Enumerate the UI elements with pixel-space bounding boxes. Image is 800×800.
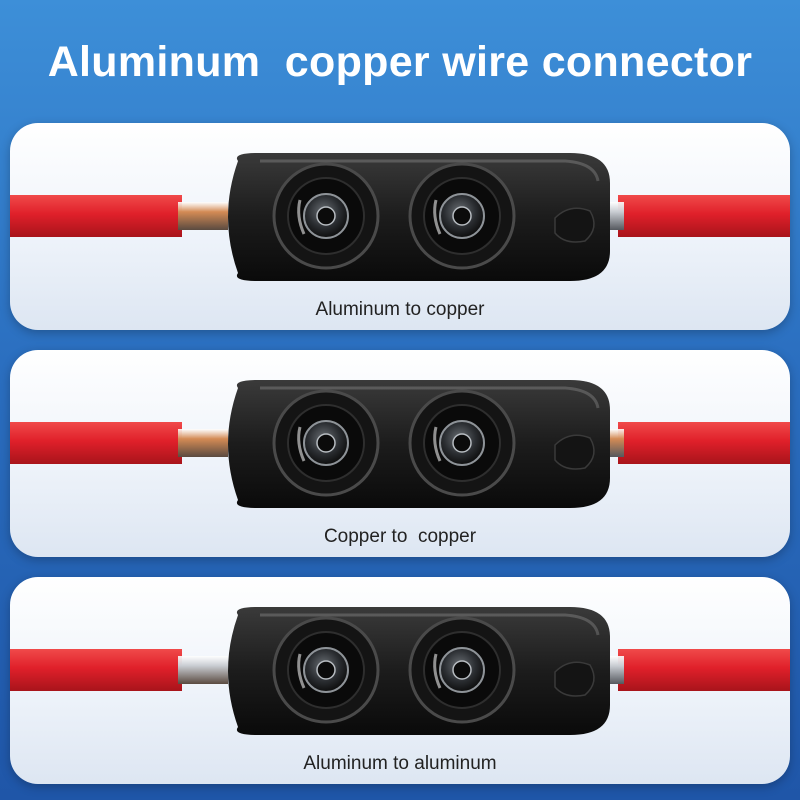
connector-lip <box>554 207 595 243</box>
left-conductor <box>178 429 228 457</box>
left-wire-insulation <box>10 422 182 464</box>
port-reflection <box>433 653 442 689</box>
panel-aluminum-to-copper: Aluminum to copper <box>10 123 790 330</box>
port-reflection <box>297 199 306 235</box>
connector-lip <box>554 661 595 697</box>
screw-hex-socket <box>316 660 336 680</box>
port-reflection <box>433 199 442 235</box>
left-wire-insulation <box>10 195 182 237</box>
panel-aluminum-to-aluminum: Aluminum to aluminum <box>10 577 790 784</box>
panel-caption: Aluminum to copper <box>315 299 485 320</box>
connector-lip <box>554 434 595 470</box>
screw-hex-socket <box>452 433 472 453</box>
page-title: Aluminum copper wire connector <box>47 38 753 86</box>
body-highlight <box>260 613 600 636</box>
connector-illustration <box>10 153 790 281</box>
port-reflection <box>297 653 306 689</box>
screw-hex-socket <box>452 206 472 226</box>
left-wire-insulation <box>10 649 182 691</box>
screw-hex-socket <box>316 206 336 226</box>
left-conductor <box>178 202 228 230</box>
body-highlight <box>260 159 600 182</box>
right-wire-insulation <box>618 422 790 464</box>
panel-caption: Aluminum to aluminum <box>303 753 497 774</box>
port-reflection <box>297 426 306 462</box>
connector-illustration <box>10 380 790 508</box>
right-wire-insulation <box>618 649 790 691</box>
left-conductor <box>178 656 228 684</box>
screw-hex-socket <box>316 433 336 453</box>
panel-copper-to-copper: Copper to copper <box>10 350 790 557</box>
connector-illustration <box>10 607 790 735</box>
screw-hex-socket <box>452 660 472 680</box>
port-reflection <box>433 426 442 462</box>
panel-caption: Copper to copper <box>323 526 477 547</box>
body-highlight <box>260 386 600 409</box>
right-wire-insulation <box>618 195 790 237</box>
